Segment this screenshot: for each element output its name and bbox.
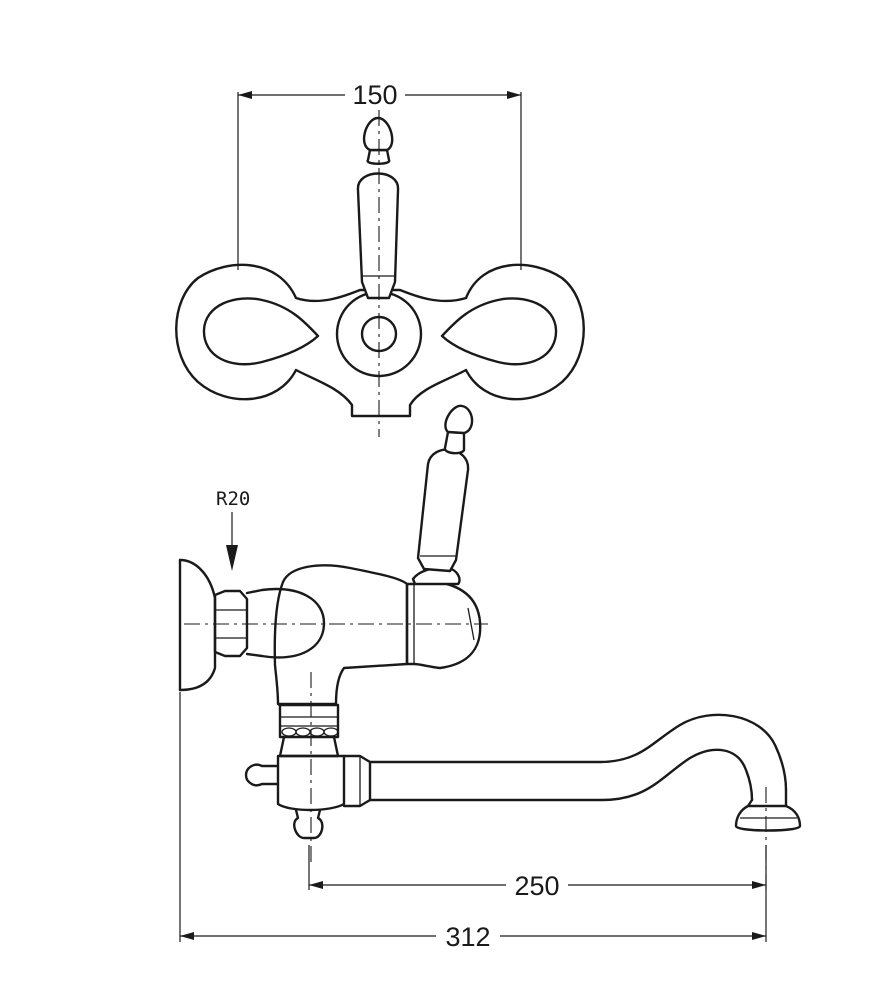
- top-view: 150: [175, 80, 585, 437]
- dimension-150: 150: [237, 80, 522, 270]
- dimension-312: 312: [179, 692, 767, 952]
- r20-callout: R20: [216, 488, 250, 571]
- top-handle-knob: [362, 116, 394, 152]
- r20-label: R20: [216, 488, 250, 510]
- hex-nut: [213, 589, 249, 658]
- wall-flange: [178, 558, 217, 692]
- mixer-body: [273, 564, 409, 706]
- dimension-250: 250: [308, 845, 767, 901]
- side-handle-knob: [444, 404, 474, 435]
- spout: [368, 713, 788, 802]
- right-inner-loop: [440, 297, 558, 366]
- dimension-312-label: 312: [445, 922, 490, 952]
- top-body-outline: [175, 263, 585, 418]
- inlet-dome: [245, 587, 326, 659]
- diverter-valve[interactable]: [244, 754, 372, 840]
- top-lever-handle[interactable]: [356, 172, 400, 300]
- aerator: [734, 788, 802, 832]
- side-lever-handle[interactable]: [411, 404, 474, 586]
- left-inner-loop: [202, 297, 320, 366]
- side-view: R20: [178, 404, 802, 952]
- swivel-ring: [278, 703, 340, 758]
- dimension-150-label: 150: [352, 80, 397, 110]
- dimension-250-label: 250: [514, 871, 559, 901]
- cartridge-cap: [405, 579, 482, 670]
